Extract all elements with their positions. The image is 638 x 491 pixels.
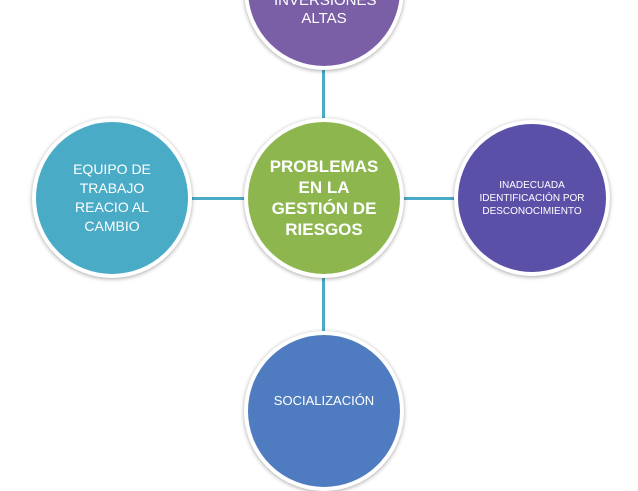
center-node: PROBLEMAS EN LA GESTIÓN DE RIESGOS <box>244 118 404 278</box>
connector-bottom <box>322 278 325 333</box>
node-left-label: EQUIPO DE TRABAJO REACIO AL CAMBIO <box>73 161 151 234</box>
node-top: INVERSIONES ALTAS <box>244 0 404 70</box>
node-right: INADECUADA IDENTIFICACIÓN POR DESCONOCIM… <box>454 120 610 276</box>
node-bottom-label: SOCIALIZACIÓN <box>273 393 375 408</box>
connector-left <box>192 197 246 200</box>
node-bottom: SOCIALIZACIÓN <box>244 331 404 491</box>
connector-top <box>322 70 325 120</box>
connector-right <box>402 197 456 200</box>
node-right-label: INADECUADA IDENTIFICACIÓN POR DESCONOCIM… <box>479 179 585 217</box>
node-top-label: INVERSIONES ALTAS <box>274 0 377 27</box>
node-left: EQUIPO DE TRABAJO REACIO AL CAMBIO <box>32 118 192 278</box>
center-label: PROBLEMAS EN LA GESTIÓN DE RIESGOS <box>269 157 379 239</box>
